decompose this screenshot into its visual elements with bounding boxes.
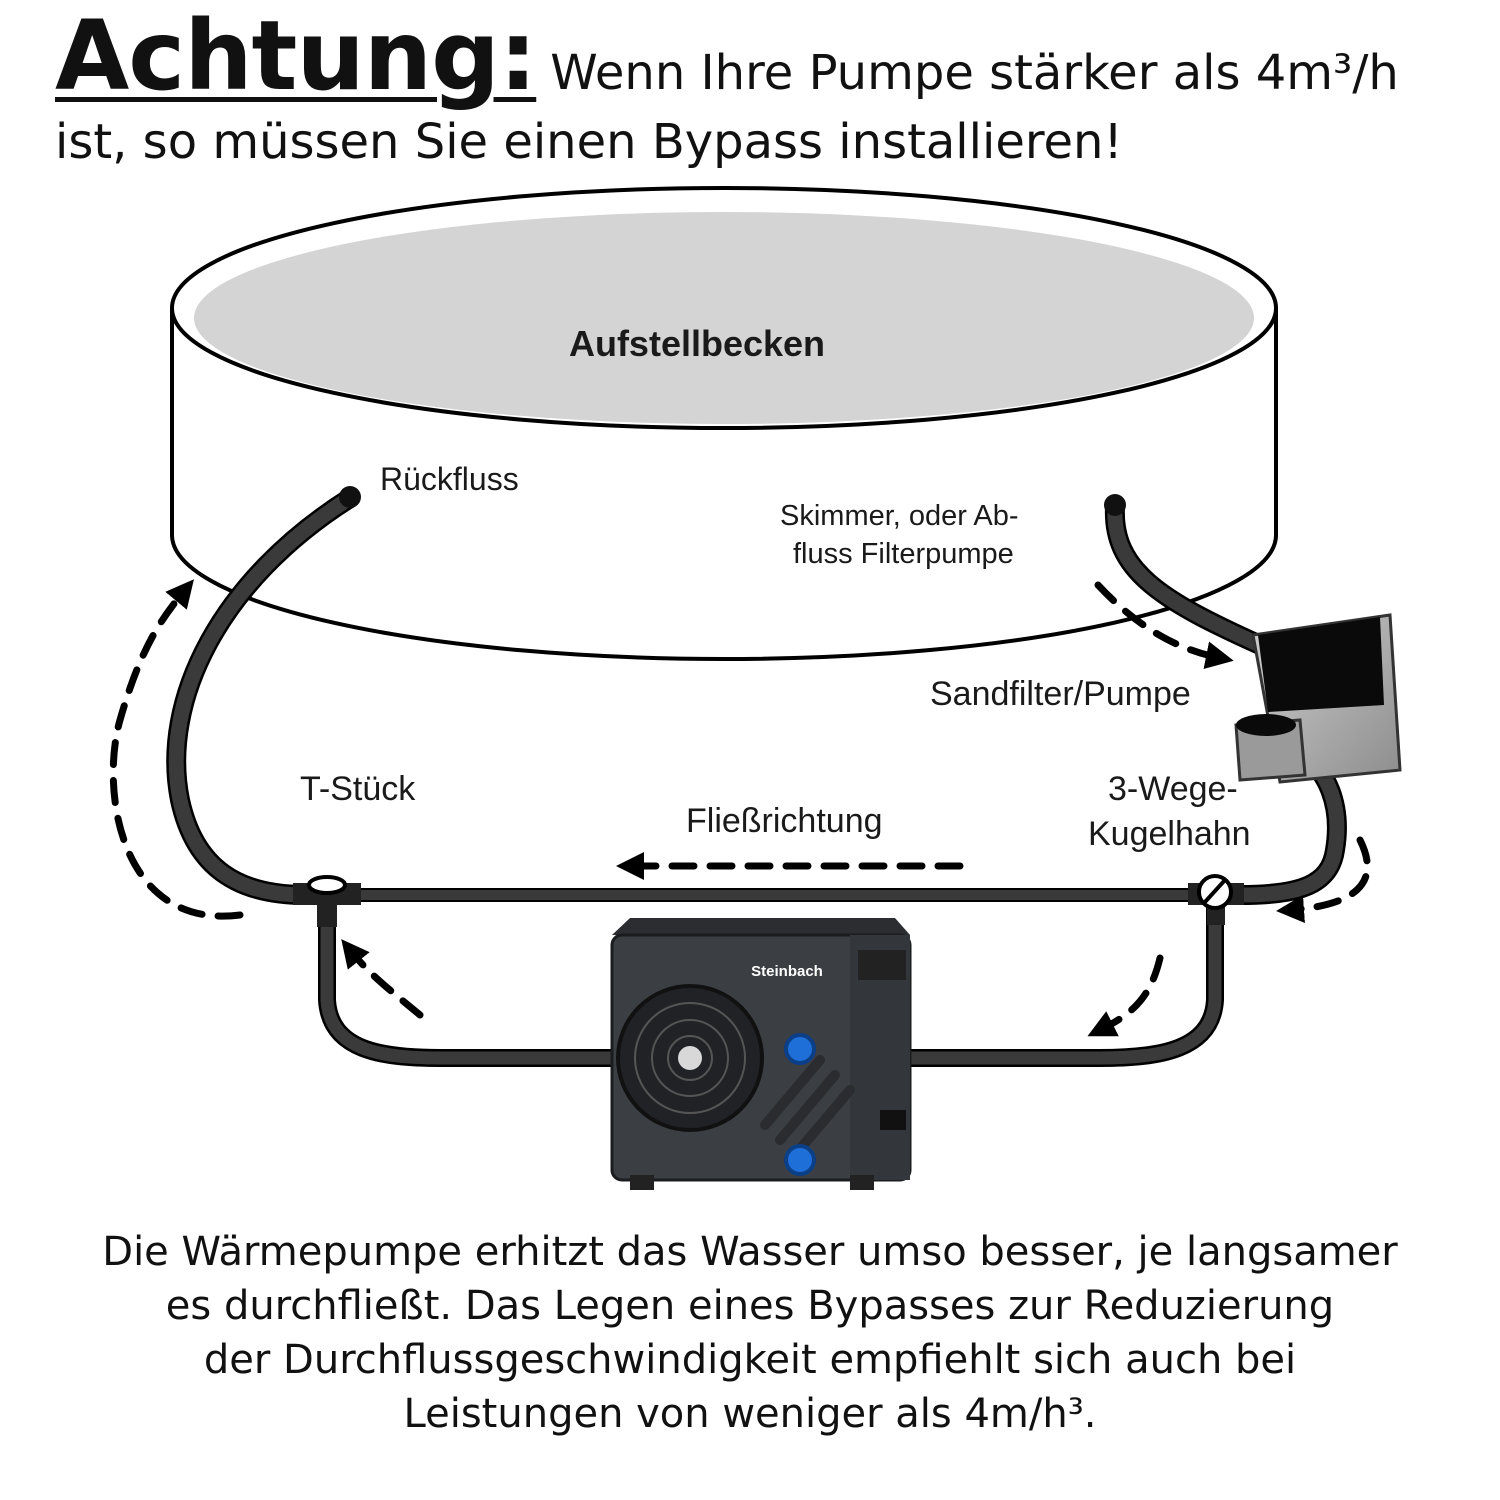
valve-label-2: Kugelhahn — [1088, 815, 1251, 853]
skimmer-outlet — [1104, 494, 1126, 516]
water-inlet-connector — [784, 1144, 816, 1176]
tee-label: T-Stück — [300, 770, 416, 808]
arrow-return — [109, 579, 244, 920]
tee-fitting — [293, 875, 361, 927]
return-label: Rückfluss — [380, 461, 519, 497]
three-way-valve — [1188, 874, 1244, 925]
brand-label: Steinbach — [751, 963, 823, 980]
warning-line-1: Achtung:Wenn Ihre Pumpe stärker als 4m³/… — [55, 8, 1475, 104]
pool: Aufstellbecken — [170, 186, 1278, 661]
return-hose — [168, 490, 358, 903]
warning-word: Achtung: — [55, 0, 537, 112]
flow-label: Fließrichtung — [686, 802, 883, 840]
sand-filter-pump — [1234, 613, 1402, 784]
pool-water — [194, 212, 1254, 424]
skimmer-hose — [1107, 499, 1268, 653]
filter-opening — [1258, 617, 1384, 712]
arrow-to-filter — [1094, 581, 1234, 669]
sandfilter-label: Sandfilter/Pumpe — [930, 675, 1191, 713]
return-inlet — [339, 486, 361, 508]
footer-line-1: Die Wärmepumpe erhitzt das Wasser umso b… — [102, 1229, 1398, 1275]
arrow-to-tee — [341, 939, 424, 1019]
warning-text-1: Wenn Ihre Pumpe stärker als 4m³/h — [550, 45, 1399, 101]
warning-text-2: ist, so müssen Sie einen Bypass installi… — [55, 114, 1123, 170]
footer-line-3: der Durchflussgeschwindigkeit empfiehlt … — [203, 1337, 1297, 1383]
arrow-to-heatpump — [1087, 954, 1164, 1037]
footer-line-4: Leistungen von weniger als 4m/h³. — [403, 1391, 1097, 1437]
flow-arrows — [109, 579, 1371, 1037]
heat-pump: Steinbach — [610, 918, 912, 1190]
skimmer-label-1: Skimmer, oder Ab- — [780, 500, 1019, 532]
valve-label-1: 3-Wege- — [1108, 770, 1238, 808]
heatpump-supply-hose — [900, 900, 1222, 1065]
heatpump-return-hose — [320, 900, 620, 1065]
water-outlet-connector — [784, 1033, 816, 1065]
skimmer-label-2: fluss Filterpumpe — [793, 538, 1014, 570]
footer-line-2: es durchfließt. Das Legen eines Bypasses… — [165, 1283, 1335, 1329]
pool-label: Aufstellbecken — [569, 323, 825, 364]
warning-header: Achtung:Wenn Ihre Pumpe stärker als 4m³/… — [55, 8, 1475, 166]
explanation-text: Die Wärmepumpe erhitzt das Wasser umso b… — [40, 1225, 1460, 1441]
arrow-to-valve — [1276, 836, 1371, 923]
fan-logo-icon — [678, 1046, 702, 1070]
